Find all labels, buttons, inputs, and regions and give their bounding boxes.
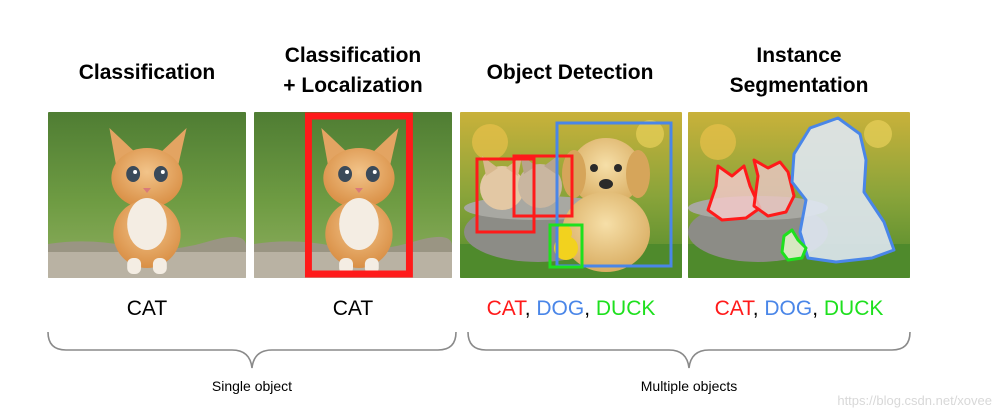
cat-mask-2 (752, 158, 796, 218)
single-object-brace (47, 331, 457, 369)
label-part-dog: DOG (536, 297, 585, 320)
dog-figure (562, 138, 650, 272)
segmentation-image (688, 112, 910, 278)
heading-line: Instance (756, 44, 842, 67)
localization-image (254, 112, 452, 278)
single-object-label: Single object (211, 378, 293, 394)
duck-mask (780, 228, 808, 262)
heading-line: + Localization (283, 74, 423, 97)
cat-bounding-box (304, 112, 413, 278)
label-part-cat: CAT (486, 297, 525, 320)
cat-figure (109, 128, 187, 274)
cat-box-2 (512, 154, 574, 218)
heading-line: Segmentation (729, 74, 869, 97)
cat-figure (321, 128, 399, 274)
duck-figure (554, 225, 578, 260)
label-part-sep: , (812, 297, 824, 320)
label-part-cat: CAT (332, 297, 374, 320)
detection-image (460, 112, 682, 278)
heading-line: Classification (284, 44, 422, 67)
heading-classification: Classification (48, 58, 246, 88)
label-localization: CAT (254, 295, 452, 323)
label-detection: CAT, DOG, DUCK (460, 295, 682, 323)
label-part-sep: , (752, 297, 765, 320)
label-part-duck: DUCK (595, 297, 656, 320)
watermark: https://blog.csdn.net/xovee (837, 393, 992, 408)
duck-box (548, 223, 584, 269)
heading-classification-localization: Classification + Localization (248, 41, 458, 101)
label-segmentation: CAT, DOG, DUCK (688, 295, 910, 323)
label-part-dog: DOG (764, 297, 813, 320)
label-part-duck: DUCK (823, 297, 884, 320)
cat-box-1 (475, 157, 536, 234)
label-classification: CAT (48, 295, 246, 323)
label-part-cat: CAT (714, 297, 753, 320)
multiple-objects-label: Multiple objects (640, 378, 738, 394)
heading-object-detection: Object Detection (456, 58, 684, 88)
heading-instance-segmentation: Instance Segmentation (690, 41, 908, 101)
dog-box (555, 121, 673, 268)
classification-image (48, 112, 246, 278)
dog-mask (790, 116, 896, 264)
label-part-sep: , (524, 297, 537, 320)
heading-line: Classification (78, 61, 216, 84)
label-part-sep: , (584, 297, 596, 320)
heading-line: Object Detection (486, 61, 654, 84)
cat-mask-1 (706, 164, 762, 222)
label-part-cat: CAT (126, 297, 168, 320)
multiple-objects-brace (467, 331, 911, 369)
